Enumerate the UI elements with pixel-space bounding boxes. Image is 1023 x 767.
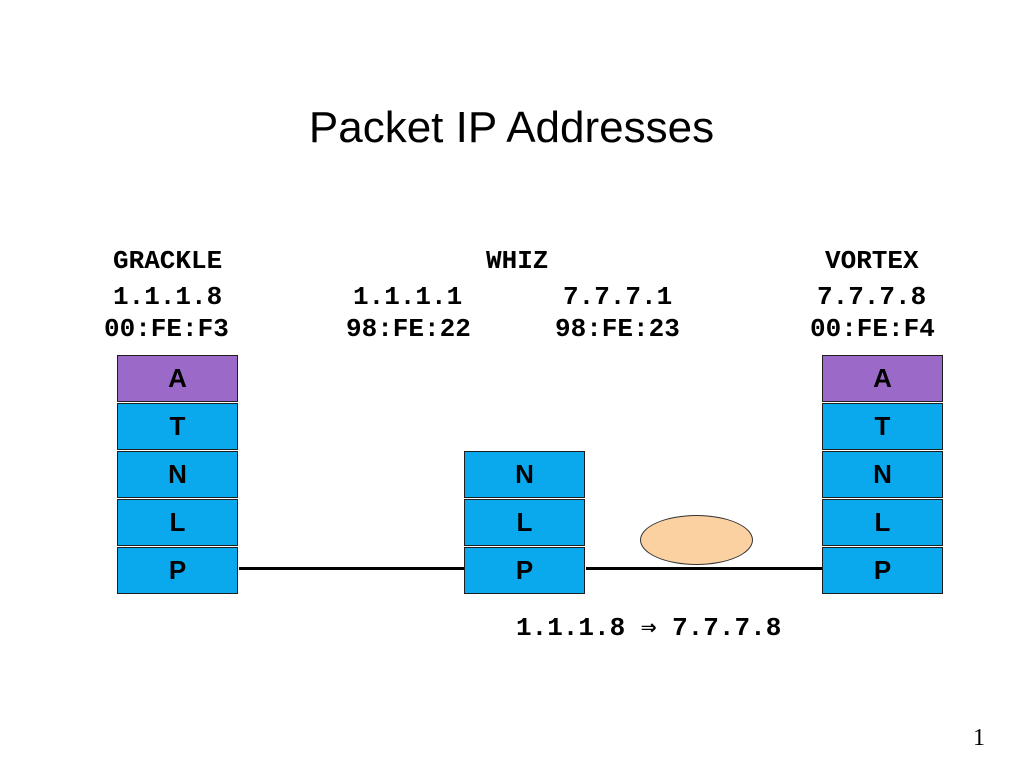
vortex-ip: 7.7.7.8 [817, 282, 927, 312]
slide-title: Packet IP Addresses [308, 103, 715, 152]
whiz-ip-left: 1.1.1.1 [353, 282, 463, 312]
whiz-layer-link: L [464, 499, 585, 546]
grackle-layer-link: L [117, 499, 238, 546]
packet-address-label: 1.1.1.8 ⇒ 7.7.7.8 [516, 613, 782, 643]
vortex-layer-transport: T [822, 403, 943, 450]
whiz-mac-right: 98:FE:23 [555, 314, 680, 344]
page-number: 1 [973, 725, 985, 751]
vortex-layer-application: A [822, 355, 943, 402]
grackle-name: GRACKLE [113, 246, 223, 276]
whiz-layer-physical: P [464, 547, 585, 594]
whiz-mac-left: 98:FE:22 [346, 314, 471, 344]
grackle-layer-application: A [117, 355, 238, 402]
vortex-name: VORTEX [825, 246, 919, 276]
vortex-layer-network: N [822, 451, 943, 498]
packet-oval [640, 515, 753, 565]
link-whiz-vortex [586, 567, 822, 570]
grackle-ip: 1.1.1.8 [113, 282, 223, 312]
whiz-ip-right: 7.7.7.1 [563, 282, 673, 312]
grackle-layer-physical: P [117, 547, 238, 594]
whiz-layer-network: N [464, 451, 585, 498]
whiz-name: WHIZ [486, 246, 549, 276]
vortex-layer-link: L [822, 499, 943, 546]
vortex-layer-physical: P [822, 547, 943, 594]
vortex-mac: 00:FE:F4 [810, 314, 935, 344]
grackle-layer-network: N [117, 451, 238, 498]
grackle-mac: 00:FE:F3 [104, 314, 229, 344]
link-grackle-whiz [239, 567, 464, 570]
grackle-layer-transport: T [117, 403, 238, 450]
